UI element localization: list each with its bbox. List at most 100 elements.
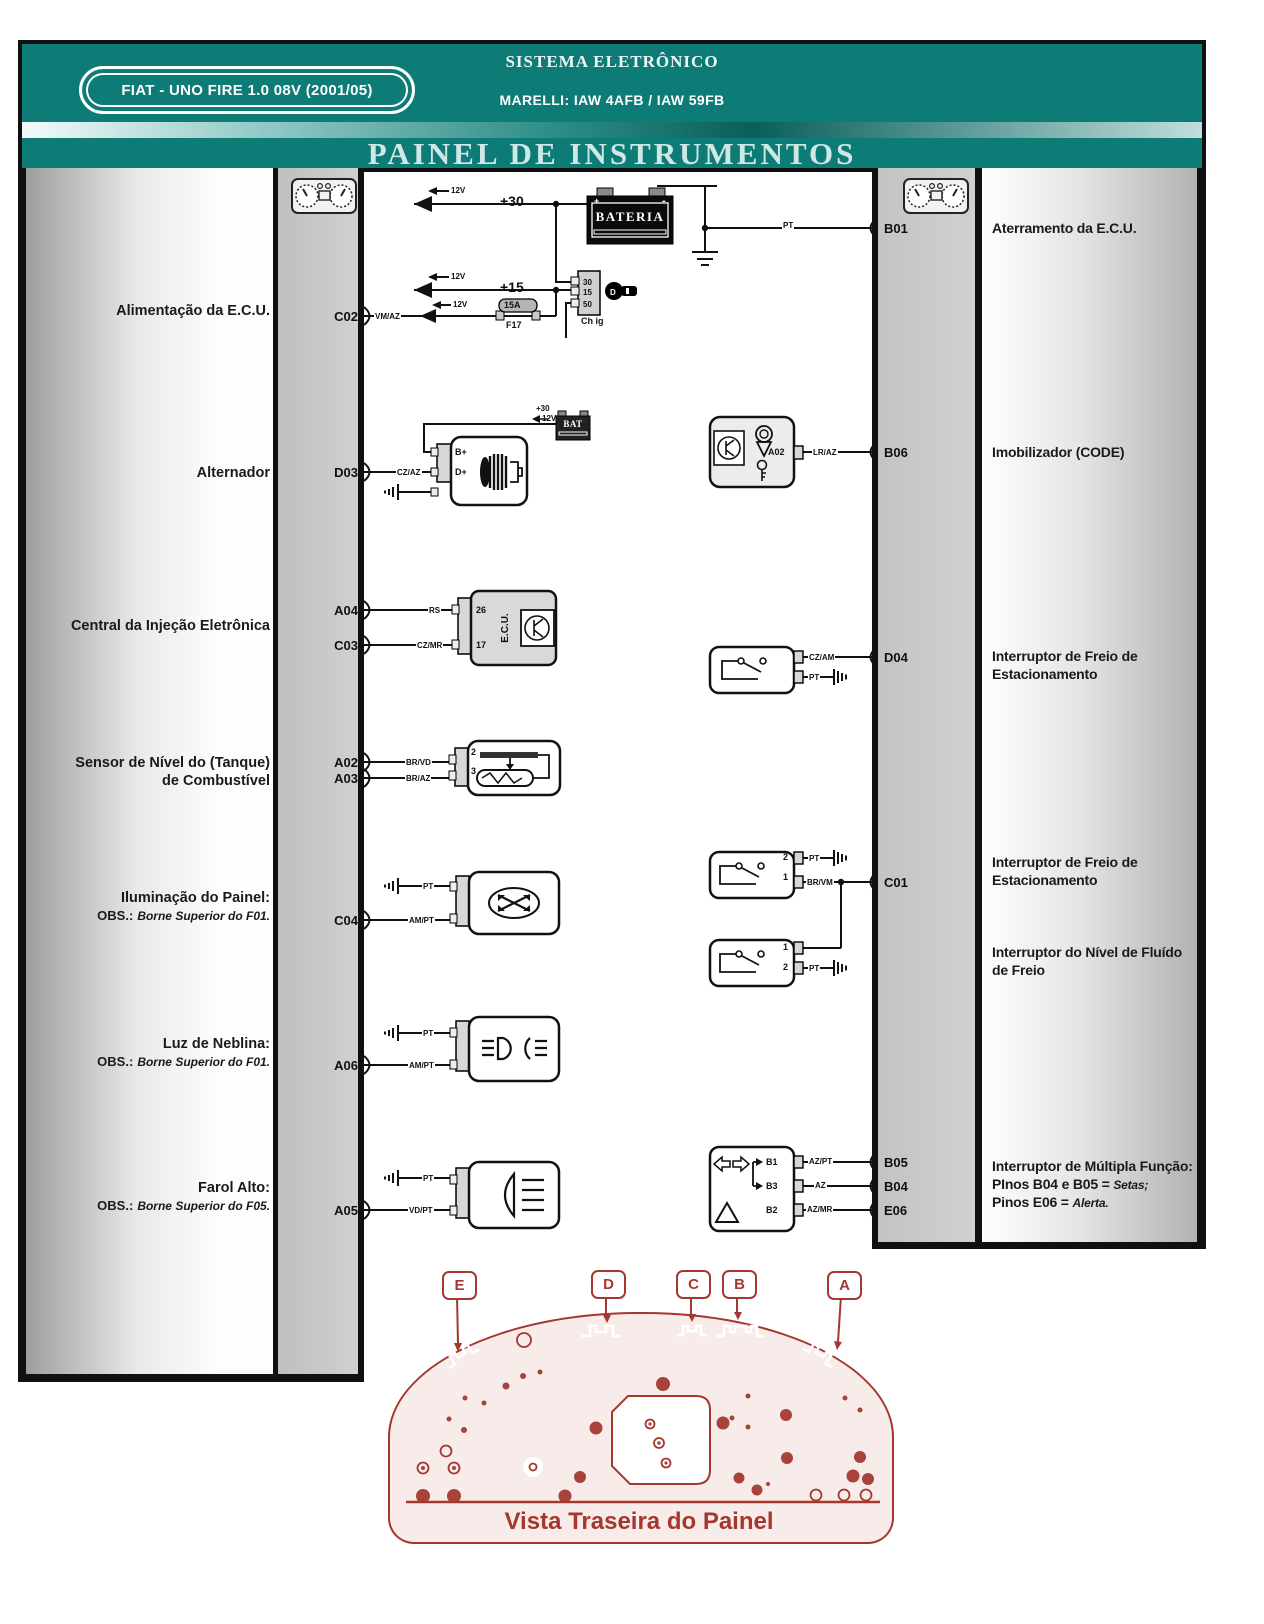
wire-ign50-stub (565, 302, 572, 338)
label-injecao: Central da Injeção Eletrônica (70, 618, 270, 634)
fluid-level-switch-icon (708, 938, 804, 988)
label-park1-1: Interruptor de Freio de (992, 648, 1138, 664)
connector-label-e: E (442, 1271, 477, 1300)
obs-note: Borne Superior do F01. (137, 1055, 270, 1069)
fluid-t1: 1 (783, 942, 789, 952)
battery-ground-icon (657, 185, 718, 266)
label-park2-1: Interruptor de Freio de (992, 854, 1138, 870)
svg-text:+: + (594, 196, 599, 206)
connector-a-outline (801, 1342, 834, 1369)
wire-pt-illum: PT (422, 882, 435, 891)
pin-d04: D04 (884, 650, 908, 665)
header: SISTEMA ELETRÔNICO FIAT - UNO FIRE 1.0 0… (18, 40, 1206, 172)
ignition-switch-icon: D (570, 270, 637, 316)
fog-light-icon (449, 1015, 561, 1083)
fuel-t3: 3 (471, 766, 477, 776)
label-fluid-1: Interruptor do Nível de Fluído (992, 944, 1183, 960)
system-title: SISTEMA ELETRÔNICO (505, 52, 719, 71)
label-iluminacao: Iluminação do Painel: (120, 890, 270, 906)
left-separator (273, 168, 278, 1374)
svg-text:D: D (610, 288, 616, 297)
battery-label: BATERIA (595, 209, 665, 224)
plus30-label: +30 (500, 193, 524, 209)
pin-a05: A05 (334, 1203, 358, 1218)
pin-b01: B01 (884, 221, 908, 236)
park2-t1: 1 (783, 872, 789, 882)
pin-a02: A02 (334, 755, 358, 770)
park-brake-switch-icon (708, 645, 804, 695)
immo-a02: A02 (768, 447, 785, 457)
fuse-icon (495, 298, 541, 321)
panel-lamp-icon (449, 870, 561, 936)
obs-prefix: OBS.: (97, 1198, 134, 1213)
vehicle-model-badge: FIAT - UNO FIRE 1.0 08V (2001/05) (79, 66, 415, 114)
pin-a04: A04 (334, 603, 358, 618)
label-multi-2: PInos B04 e B05 = Setas; (992, 1176, 1197, 1192)
ign-pin-30: 30 (583, 278, 592, 287)
alt-dplus: D+ (455, 467, 467, 477)
wire-pt-fluid: PT (808, 964, 821, 973)
wire-ampt-illum: AM/PT (408, 916, 435, 925)
connector-b-outline (717, 1324, 764, 1338)
pin-d03: D03 (334, 465, 358, 480)
small-battery-icon (555, 410, 591, 441)
label-park2-2: Estacionamento (992, 872, 1098, 888)
label-fuel-2: de Combustível (162, 773, 270, 789)
multi-b2: B2 (766, 1205, 778, 1215)
pin-c03: C03 (334, 638, 358, 653)
svg-text:E.C.U.: E.C.U. (500, 613, 511, 643)
right-separator (975, 168, 982, 1242)
connector-leader-lines (454, 1295, 842, 1352)
label-park1-2: Estacionamento (992, 666, 1098, 682)
pin-e06: E06 (884, 1203, 908, 1218)
multi-line3-italic: Alerta. (1072, 1196, 1109, 1210)
ign-pin-50: 50 (583, 300, 592, 309)
pin-a06: A06 (334, 1058, 358, 1073)
connector-label-a: A (827, 1271, 862, 1300)
header-stripe (22, 122, 1202, 138)
alt-plus30: +30 (536, 404, 550, 413)
pin-c04: C04 (334, 913, 358, 928)
obs-prefix: OBS.: (97, 908, 134, 923)
small-battery-label: BAT (563, 419, 583, 429)
wires-ecu (364, 609, 458, 646)
connector-e-outline (448, 1343, 480, 1370)
wire-plus30-to-ign (555, 204, 578, 283)
right-pin-brackets (869, 218, 877, 1220)
connector-cutouts (448, 1324, 834, 1370)
ecu-pin-26: 26 (476, 605, 487, 615)
label-multi-3: Pinos E06 = Alerta. (992, 1194, 1197, 1210)
alt-ground-icon (384, 484, 437, 500)
pin-b05: B05 (884, 1155, 908, 1170)
v12-annot-2: 12V (451, 272, 466, 281)
left-column-border (358, 168, 364, 1374)
wire-czaz: CZ/AZ (396, 468, 422, 477)
rear-view-details (406, 1332, 880, 1504)
high-ground-icon (384, 1170, 456, 1186)
left-outer-border (18, 168, 26, 1382)
wire-azpt: AZ/PT (808, 1157, 834, 1166)
multi-b3: B3 (766, 1181, 778, 1191)
wire-ampt-fog: AM/PT (408, 1061, 435, 1070)
label-alimentacao: Alimentação da E.C.U. (116, 303, 270, 319)
fuse-amp: 15A (504, 300, 521, 310)
left-bottom-border (18, 1374, 364, 1382)
wire-vdpt: VD/PT (408, 1206, 434, 1215)
wire-pt-fog: PT (422, 1029, 435, 1038)
left-pin-brackets (363, 306, 371, 1220)
ignition-label: Ch ig (581, 316, 604, 326)
right-column-border-left (872, 168, 878, 1242)
wire-label-pt-b01: PT (782, 221, 795, 230)
label-alternador: Alternador (196, 465, 270, 481)
immobilizer-icon (708, 415, 804, 489)
wire-pt-d04: PT (808, 673, 821, 682)
right-bottom-border (872, 1242, 1206, 1249)
multi-b1: B1 (766, 1157, 778, 1167)
label-farol: Farol Alto: (198, 1180, 270, 1196)
pin-b06: B06 (884, 445, 908, 460)
wire-czmr: CZ/MR (416, 641, 444, 650)
connector-c-outline (677, 1324, 707, 1337)
left-label-panel (26, 168, 273, 1374)
